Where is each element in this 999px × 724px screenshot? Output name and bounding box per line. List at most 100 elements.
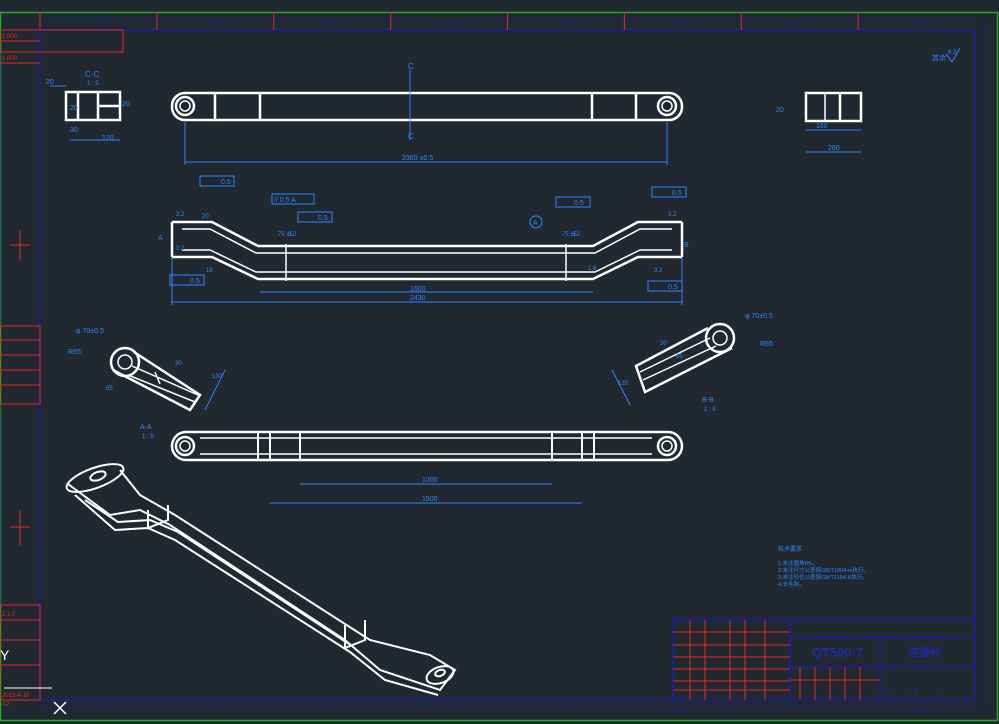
section-bb-label: B-B xyxy=(702,397,714,404)
front-dim-1600: 1600 xyxy=(410,286,426,293)
front-dim-c: 3.2 xyxy=(176,246,185,252)
zone-number-top: 6 xyxy=(681,19,685,26)
part-name-text: 连接杆 xyxy=(908,645,941,659)
notes-title: 技术要求 xyxy=(778,545,802,553)
detail-right-120: 120 xyxy=(618,381,629,387)
section-cc-label: C-C xyxy=(85,70,99,79)
bottom-view: 1200 1500 xyxy=(170,430,684,504)
detail-left: φ 70±0.5 R65 30 130 65 xyxy=(68,328,226,412)
tol-6: 0.5 xyxy=(668,284,678,291)
detail-left-dia: φ 70±0.5 xyxy=(76,328,104,335)
front-dim-i: 1.8 xyxy=(588,266,597,272)
parallel-tol: // 0.5 A xyxy=(274,197,296,204)
strip-label-3: 1.1.0 xyxy=(2,612,16,618)
left-binding-strip: 1.000 1.000 1.1.0 2013-4-10 A2 xyxy=(0,29,124,708)
front-dim-k: 3.2 xyxy=(654,268,663,274)
notes-line-2: 2.未注尺寸公差按GB/T1804-m执行。 xyxy=(778,566,869,574)
tol-1: 0.5 xyxy=(221,179,231,186)
strip-label-2: 1.000 xyxy=(2,56,18,62)
strip-label-1: 1.000 xyxy=(2,34,18,40)
title-cell-2: 1:8 xyxy=(910,689,919,695)
datum-a: A xyxy=(533,220,538,227)
front-dim-b: 20 xyxy=(202,214,209,220)
end-dim-2: 160 xyxy=(816,123,828,130)
zone-number-bottom: 1 xyxy=(96,707,100,714)
detail-right-30: 30 xyxy=(660,341,667,347)
zone-number-bottom: 5 xyxy=(564,707,568,714)
zone-number-top: 4 xyxy=(447,19,451,26)
detail-left-r: R65 xyxy=(68,349,81,356)
surface-prefix: 其余 xyxy=(932,53,946,62)
tol-2: 0.5 xyxy=(318,215,328,222)
section-cc-view: C-C 1 : 5 20 20 20 30 120 xyxy=(46,70,130,142)
notes-line-3: 3.未注形位公差按GB/T1184-K执行。 xyxy=(778,573,868,581)
front-dim-f: 3.2 xyxy=(288,232,297,238)
cc-dim-2: 20 xyxy=(122,101,130,108)
title-cell-1: A2 xyxy=(884,689,892,695)
front-dim-g: 75 ±5 xyxy=(562,232,578,238)
zone-number-top: 5 xyxy=(564,19,568,26)
zone-number-bottom: 2 xyxy=(213,707,217,714)
front-label-left: A xyxy=(158,235,163,242)
material-text: QT500-7 xyxy=(812,645,863,660)
title-cell-3: 1 xyxy=(940,689,944,695)
zone-number-top: 8 xyxy=(915,19,919,26)
front-dim-j: 3.2 xyxy=(668,212,677,218)
section-cc-scale: 1 : 5 xyxy=(87,81,99,87)
section-aa-scale: 1 : 8 xyxy=(142,434,154,440)
tol-4: 0.5 xyxy=(672,190,682,197)
detail-right-65: 65 xyxy=(676,354,683,360)
surface-value: 6.3 xyxy=(948,50,957,56)
zone-number-top: 3 xyxy=(330,19,334,26)
tol-3: 0.5 xyxy=(574,200,584,207)
detail-left-30: 30 xyxy=(175,361,182,367)
detail-right-dia: φ 70±0.5 xyxy=(745,313,773,320)
front-dim-e: 75 ±5 xyxy=(278,232,294,238)
section-aa-label: A-A xyxy=(140,424,152,431)
notes-line-1: 1.未注圆角R5。 xyxy=(778,559,817,567)
strip-label-date: 2013-4-10 xyxy=(2,693,30,699)
cc-dim-5: 120 xyxy=(102,135,114,142)
ucs-icon: Y xyxy=(0,647,67,715)
svg-text:Y: Y xyxy=(0,647,10,663)
notes-line-4: 4.去毛刺。 xyxy=(778,580,805,588)
zone-number-bottom: 8 xyxy=(915,707,919,714)
front-dim-d: 18 xyxy=(206,268,213,274)
cc-dim-4: 30 xyxy=(70,127,78,134)
strip-label-size: A2 xyxy=(2,702,10,708)
top-view: C C 2380 ±0.5 xyxy=(170,62,684,165)
section-mark-bottom: C xyxy=(408,132,414,141)
front-dim-2430: 2430 xyxy=(410,295,426,302)
detail-right: φ 70±0.5 R65 30 120 65 xyxy=(611,313,773,406)
tol-5: 0.5 xyxy=(190,278,200,285)
top-overall-dim: 2380 ±0.5 xyxy=(402,155,433,162)
detail-right-r: R65 xyxy=(760,341,773,348)
title-block: QT500-7 连接杆 2013-4-10 A2 1:8 1 xyxy=(672,619,976,701)
section-mark-top: C xyxy=(408,62,414,71)
zone-number-bottom: 6 xyxy=(681,707,685,714)
section-bb-scale: 1 : 8 xyxy=(704,407,716,413)
front-view: 1600 2430 0.5 // 0.5 A 0.5 0.5 0.5 0.5 0… xyxy=(158,175,689,305)
cc-dim-1: 20 xyxy=(46,79,54,86)
sheet-border xyxy=(0,11,999,722)
end-view: 20 160 260 xyxy=(776,91,863,153)
cc-dim-3: 20 xyxy=(70,105,78,112)
zone-number-top: 2 xyxy=(213,19,217,26)
detail-left-65: 65 xyxy=(106,386,113,392)
end-dim-1: 20 xyxy=(776,107,784,114)
bottom-dim-1500: 1500 xyxy=(422,496,438,503)
surface-roughness: 其余 6.3 xyxy=(932,47,961,63)
zone-number-top: 7 xyxy=(798,19,802,26)
zone-number-bottom: 3 xyxy=(330,707,334,714)
zone-number-bottom: 7 xyxy=(798,707,802,714)
technical-notes: 技术要求 1.未注圆角R5。 2.未注尺寸公差按GB/T1804-m执行。 3.… xyxy=(778,545,869,588)
end-dim-3: 260 xyxy=(828,145,840,152)
front-dim-h: 3.2 xyxy=(572,232,581,238)
isometric-view xyxy=(65,463,457,696)
front-dim-a: 3.2 xyxy=(176,212,185,218)
front-label-right: B xyxy=(684,242,689,249)
bottom-dim-1200: 1200 xyxy=(422,477,438,484)
zone-number-top: 1 xyxy=(96,19,100,26)
